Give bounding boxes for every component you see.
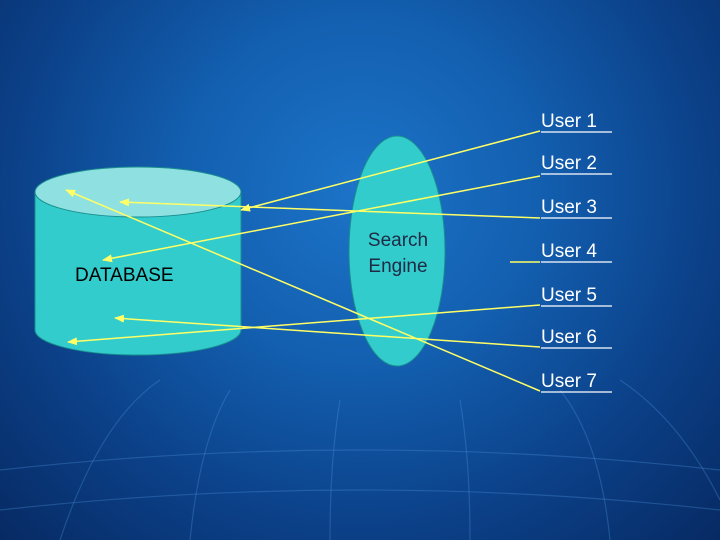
database-label: DATABASE	[75, 265, 174, 286]
arrow-user3-to-database	[119, 198, 541, 219]
arrow-user5-to-database	[67, 304, 541, 346]
user-link-5[interactable]: User 5	[541, 285, 597, 306]
arrow-user1-to-database	[240, 130, 541, 212]
user-link-7[interactable]: User 7	[541, 371, 597, 392]
database-cylinder	[34, 166, 242, 356]
search-engine-label-line1: Search	[367, 230, 429, 251]
user-link-1[interactable]: User 1	[541, 111, 597, 132]
user-link-2[interactable]: User 2	[541, 153, 597, 174]
search-engine-ellipse	[348, 135, 446, 367]
search-engine-label: Search Engine	[350, 228, 446, 280]
arrow-user6-to-database	[114, 314, 541, 348]
search-engine-label-line2: Engine	[368, 256, 428, 277]
user-link-6[interactable]: User 6	[541, 327, 597, 348]
user-link-3[interactable]: User 3	[541, 197, 597, 218]
arrow-user2-to-database	[102, 175, 541, 263]
user-link-4[interactable]: User 4	[541, 241, 597, 262]
arrow-user7-to-database	[65, 189, 541, 392]
